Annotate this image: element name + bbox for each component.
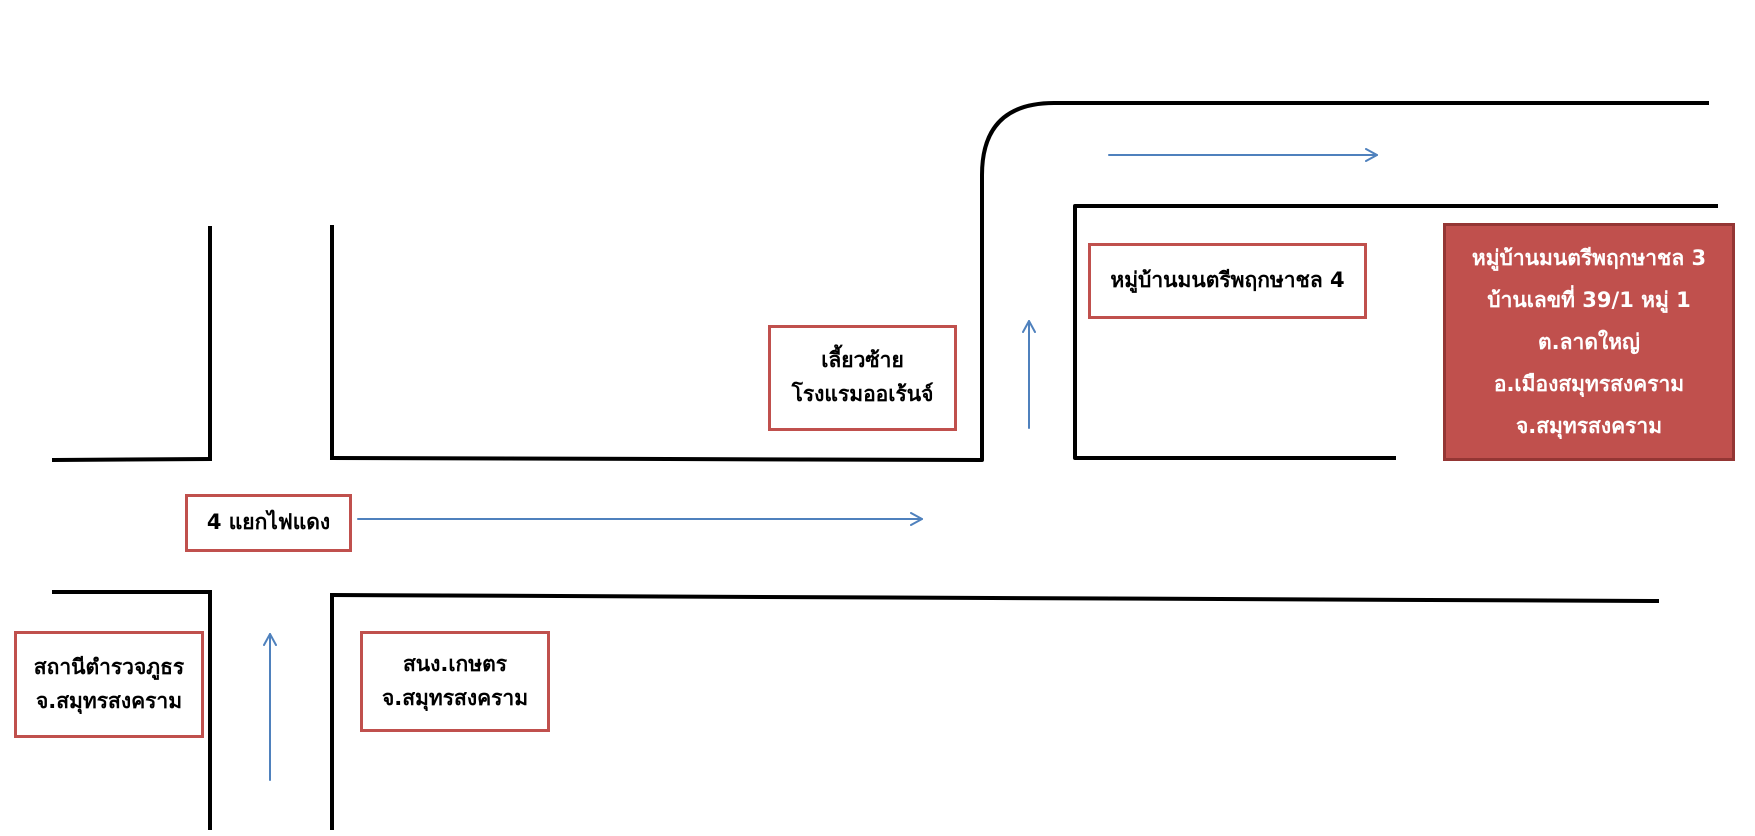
turn-left-label: เลี้ยวซ้าย โรงแรมออเร้นจ์ (768, 325, 957, 431)
agriculture-office-label: สนง.เกษตร จ.สมุทรสงคราม (360, 631, 550, 732)
police-station-label-line-2: จ.สมุทรสงคราม (35, 688, 183, 713)
intersection-label: 4 แยกไฟแดง (185, 494, 352, 552)
village-4-label: หมู่บ้านมนตรีพฤกษาชล 4 (1088, 243, 1367, 319)
main-road-west-top-edge (51, 456, 213, 463)
agriculture-office-label-line-1: สนง.เกษตร (402, 651, 508, 676)
destination-label: หมู่บ้านมนตรีพฤกษาชล 3 บ้านเลขที่ 39/1 ห… (1443, 223, 1735, 461)
destination-label-line-5: จ.สมุทรสงคราม (1515, 414, 1663, 438)
police-station-label-line-1: สถานีตำรวจภูธร (33, 654, 185, 679)
destination-label-line-1: หมู่บ้านมนตรีพฤกษาชล 3 (1471, 246, 1707, 270)
main-road-top-edge-with-turn (329, 101, 1709, 462)
destination-label-line-3: ต.ลาดใหญ่ (1538, 330, 1640, 354)
destination-label-line-4: อ.เมืองสมุทรสงคราม (1493, 372, 1685, 396)
village-4-label-line: หมู่บ้านมนตรีพฤกษาชล 4 (1110, 268, 1345, 293)
side-road-inner-edge (1073, 204, 1718, 460)
intersection-label-line: 4 แยกไฟแดง (206, 510, 331, 535)
police-station-label: สถานีตำรวจภูธร จ.สมุทรสงคราม (14, 631, 204, 738)
turn-left-label-line-2: โรงแรมออเร้นจ์ (791, 382, 934, 406)
destination-label-line-2: บ้านเลขที่ 39/1 หมู่ 1 (1487, 288, 1691, 312)
main-road-bottom-edge (329, 592, 1660, 604)
agriculture-office-label-line-2: จ.สมุทรสงคราม (381, 685, 529, 710)
turn-left-label-line-1: เลี้ยวซ้าย (821, 348, 904, 373)
